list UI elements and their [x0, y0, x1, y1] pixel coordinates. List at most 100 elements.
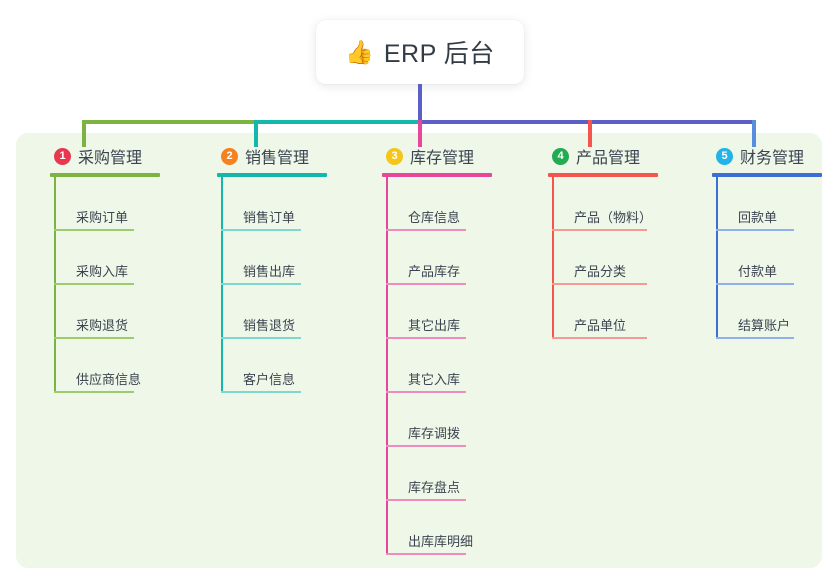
branch-item[interactable]: 库存调拨 [386, 393, 518, 447]
branch-header-rule-inventory [382, 173, 492, 177]
branch-item-rule [386, 283, 466, 285]
branch-header-purchasing[interactable]: 1 采购管理 [36, 145, 186, 167]
branch-spine-purchasing [54, 177, 56, 393]
branch-items-finance: 回款单付款单结算账户 [716, 177, 839, 339]
branch-header-inventory[interactable]: 3 库存管理 [368, 145, 518, 167]
branch-item-label: 库存调拨 [408, 426, 461, 441]
branch-item-rule [221, 337, 301, 339]
branch-items-purchasing: 采购订单采购入库采购退货供应商信息 [54, 177, 186, 393]
branch-item[interactable]: 产品分类 [552, 231, 684, 285]
branch-item[interactable]: 库存盘点 [386, 447, 518, 501]
branch-item-label: 采购退货 [76, 318, 129, 333]
branch-item-label: 其它出库 [408, 318, 461, 333]
branch-item-rule [386, 229, 466, 231]
branch-header-finance[interactable]: 5 财务管理 [698, 145, 839, 167]
branch-item[interactable]: 其它入库 [386, 339, 518, 393]
branch-badge-finance: 5 [716, 147, 733, 165]
branch-item-label: 产品（物料） [574, 210, 653, 225]
branch-item[interactable]: 其它出库 [386, 285, 518, 339]
branch-header-rule-purchasing [50, 173, 160, 177]
branch-item-label: 供应商信息 [76, 372, 142, 387]
branch-item-rule [54, 283, 134, 285]
branch-column-purchasing: 1 采购管理采购订单采购入库采购退货供应商信息 [36, 145, 186, 393]
branch-item[interactable]: 仓库信息 [386, 177, 518, 231]
drop-finance [752, 120, 756, 147]
branch-item[interactable]: 产品单位 [552, 285, 684, 339]
branch-items-product: 产品（物料） 产品分类产品单位 [552, 177, 684, 339]
branch-header-sales[interactable]: 2 销售管理 [203, 145, 353, 167]
branch-item-rule [221, 229, 301, 231]
segment-inventory-to-finance [418, 120, 756, 124]
branch-badge-sales: 2 [221, 147, 238, 165]
trunk-line [418, 84, 422, 124]
branch-item-rule [54, 229, 134, 231]
branch-item-rule [54, 391, 134, 393]
branch-item[interactable]: 销售出库 [221, 231, 353, 285]
branch-header-rule-finance [712, 173, 822, 177]
branch-title-purchasing: 采购管理 [78, 150, 143, 167]
branch-item[interactable]: 供应商信息 [54, 339, 186, 393]
branch-item[interactable]: 出库库明细 [386, 501, 518, 555]
branch-items-inventory: 仓库信息产品库存其它出库其它入库库存调拨库存盘点出库库明细 [386, 177, 518, 555]
branch-items-sales: 销售订单销售出库销售退货客户信息 [221, 177, 353, 393]
branch-item-rule [716, 229, 794, 231]
segment-sales [254, 120, 418, 124]
drop-inventory [418, 120, 422, 147]
branch-column-inventory: 3 库存管理仓库信息产品库存其它出库其它入库库存调拨库存盘点出库库明细 [368, 145, 518, 555]
branch-item-label: 回款单 [738, 210, 778, 225]
root-node-card[interactable]: 👍 ERP 后台 [316, 20, 524, 84]
branch-item-label: 产品分类 [574, 264, 627, 279]
branch-item-rule [552, 337, 647, 339]
branch-item-label: 出库库明细 [408, 534, 474, 549]
branch-spine-product [552, 177, 554, 339]
branch-badge-inventory: 3 [386, 147, 403, 165]
branch-item-rule [386, 445, 466, 447]
branch-title-sales: 销售管理 [245, 150, 310, 167]
branch-item-rule [386, 499, 466, 501]
branch-item-label: 客户信息 [243, 372, 296, 387]
branch-item-rule [386, 337, 466, 339]
branch-item[interactable]: 采购退货 [54, 285, 186, 339]
branch-item-label: 库存盘点 [408, 480, 461, 495]
drop-sales [254, 120, 258, 147]
branch-header-rule-product [548, 173, 658, 177]
diagram-panel [16, 133, 822, 568]
branch-item-label: 产品单位 [574, 318, 627, 333]
branch-item-label: 销售订单 [243, 210, 296, 225]
branch-item[interactable]: 付款单 [716, 231, 839, 285]
branch-item-label: 付款单 [738, 264, 778, 279]
branch-badge-product: 4 [552, 147, 569, 165]
branch-item-rule [221, 391, 301, 393]
branch-item-label: 采购订单 [76, 210, 129, 225]
branch-item[interactable]: 客户信息 [221, 339, 353, 393]
branch-item-label: 其它入库 [408, 372, 461, 387]
branch-title-finance: 财务管理 [740, 150, 805, 167]
branch-item[interactable]: 采购订单 [54, 177, 186, 231]
branch-item-rule [386, 553, 466, 555]
branch-item[interactable]: 回款单 [716, 177, 839, 231]
branch-item[interactable]: 采购入库 [54, 231, 186, 285]
branch-item[interactable]: 产品库存 [386, 231, 518, 285]
branch-item-rule [716, 337, 794, 339]
branch-item-rule [221, 283, 301, 285]
branch-item-rule [54, 337, 134, 339]
branch-item-label: 采购入库 [76, 264, 129, 279]
branch-item-label: 销售出库 [243, 264, 296, 279]
branch-item[interactable]: 产品（物料） [552, 177, 684, 231]
branch-item-rule [552, 283, 647, 285]
root-node-title: ERP 后台 [383, 40, 495, 68]
branch-spine-sales [221, 177, 223, 393]
segment-purchasing [82, 120, 254, 124]
branch-item-label: 仓库信息 [408, 210, 461, 225]
branch-item[interactable]: 销售退货 [221, 285, 353, 339]
branch-item[interactable]: 销售订单 [221, 177, 353, 231]
branch-spine-inventory [386, 177, 388, 555]
branch-item-label: 产品库存 [408, 264, 461, 279]
branch-spine-finance [716, 177, 718, 339]
branch-title-inventory: 库存管理 [410, 150, 475, 167]
branch-header-rule-sales [217, 173, 327, 177]
branch-badge-purchasing: 1 [54, 147, 71, 165]
branch-item[interactable]: 结算账户 [716, 285, 839, 339]
